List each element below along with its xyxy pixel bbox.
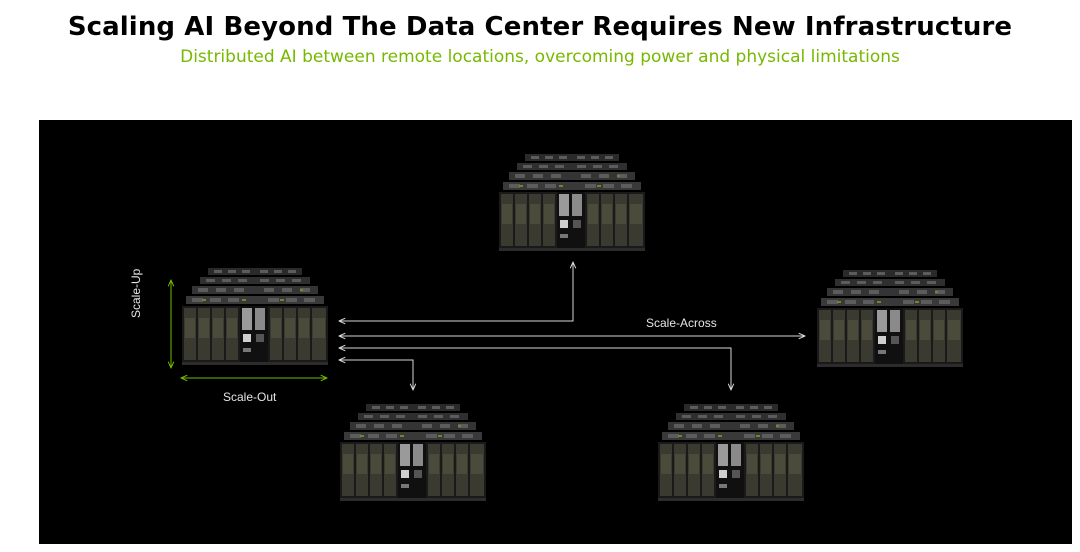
- diagram-panel: Scale-Up Scale-Out Scale-Across: [39, 120, 1072, 544]
- scale-across-label: Scale-Across: [646, 316, 717, 330]
- page-title: Scaling AI Beyond The Data Center Requir…: [67, 12, 1013, 42]
- scale-up-label: Scale-Up: [129, 268, 143, 318]
- server-cluster-icon: [499, 154, 645, 251]
- diagram-canvas: [39, 154, 963, 501]
- server-cluster-icon: [182, 268, 328, 365]
- server-cluster-icon: [817, 270, 963, 367]
- server-cluster-icon: [340, 404, 486, 501]
- connector-to-top: [339, 262, 573, 321]
- connector-to-bottom-right: [339, 348, 731, 390]
- scale-out-label: Scale-Out: [223, 390, 277, 404]
- server-cluster-icon: [658, 404, 804, 501]
- page-subtitle: Distributed AI between remote locations,…: [180, 47, 900, 67]
- connector-to-bottom-left: [339, 360, 413, 390]
